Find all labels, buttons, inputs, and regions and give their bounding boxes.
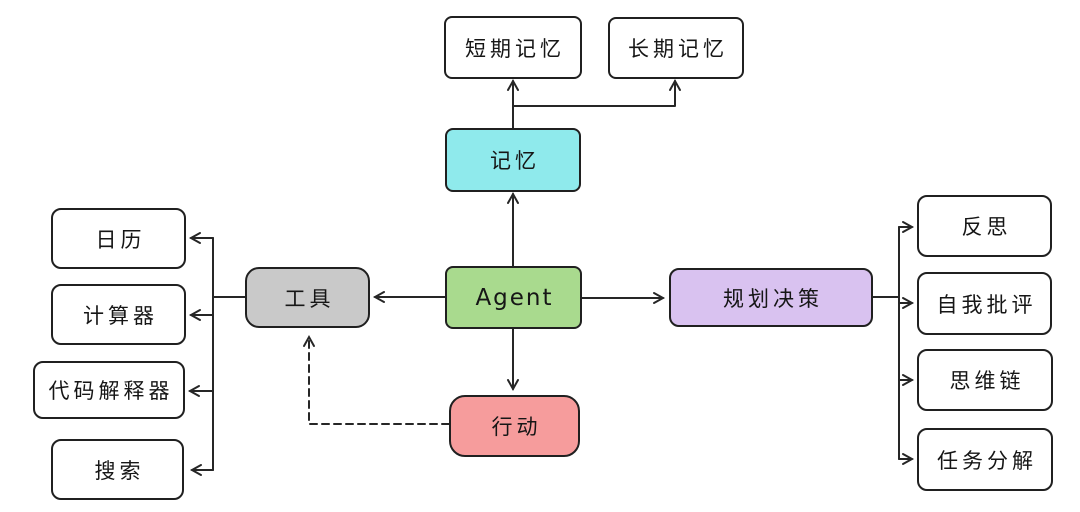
node-reflection: 反思 [917,195,1052,257]
node-calculator: 计算器 [51,284,186,345]
tools-label: 工具 [284,286,335,311]
short-term-memory-label: 短期记忆 [465,36,565,61]
self-criticism-label: 自我批评 [936,292,1037,317]
node-search: 搜索 [51,439,184,500]
node-short-term-memory: 短期记忆 [444,16,582,79]
long-term-memory-label: 长期记忆 [628,37,728,61]
node-long-term-memory: 长期记忆 [608,17,744,79]
node-planning: 规划决策 [669,268,873,327]
calculator-label: 计算器 [83,303,158,328]
code-interpreter-label: 代码解释器 [48,379,174,403]
memory-label: 记忆 [490,149,540,173]
node-self-criticism: 自我批评 [917,272,1052,335]
node-memory: 记忆 [445,128,581,192]
node-code-interpreter: 代码解释器 [33,361,185,419]
chain-of-thought-label: 思维链 [949,369,1025,393]
calendar-label: 日历 [95,227,146,252]
search-label: 搜索 [94,458,145,483]
agent-label: Agent [475,284,554,311]
edge-memory-long-term [512,78,681,107]
task-decomposition-label: 任务分解 [937,448,1037,473]
node-action: 行动 [449,395,580,457]
node-calendar: 日历 [51,208,186,269]
node-tools: 工具 [245,267,370,328]
planning-label: 规划决策 [723,286,823,311]
node-chain-of-thought: 思维链 [917,349,1053,411]
action-label: 行动 [491,415,542,439]
node-task-decomposition: 任务分解 [917,428,1053,491]
node-agent: Agent [445,266,582,329]
reflection-label: 反思 [961,215,1012,239]
edge-action-tools-dashed [303,334,450,425]
